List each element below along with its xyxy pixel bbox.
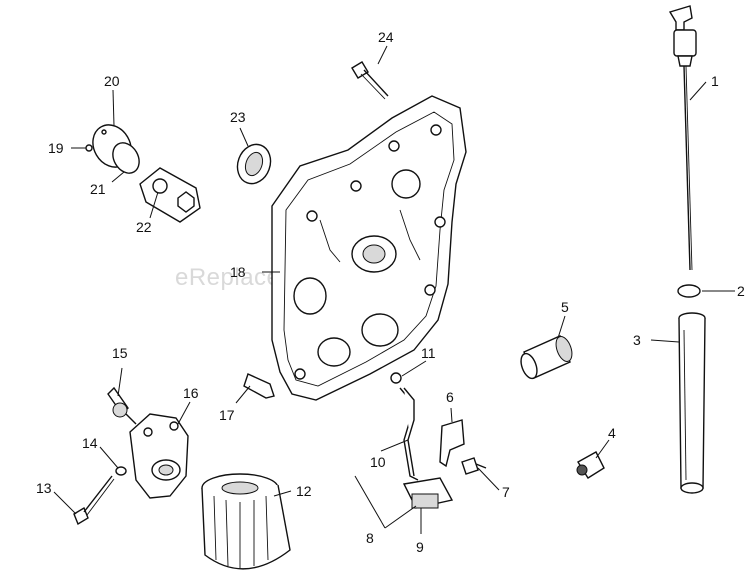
callout-5: 5 bbox=[561, 299, 569, 315]
washer bbox=[115, 466, 127, 476]
callout-3: 3 bbox=[633, 332, 641, 348]
callout-6: 6 bbox=[446, 389, 454, 405]
oil-filter bbox=[201, 473, 291, 570]
gasket bbox=[243, 373, 275, 399]
callout-10: 10 bbox=[370, 454, 386, 470]
callout-17: 17 bbox=[219, 407, 235, 423]
small-screw bbox=[85, 144, 93, 152]
callout-15: 15 bbox=[112, 345, 128, 361]
callout-21: 21 bbox=[90, 181, 106, 197]
oil-sensor-assembly bbox=[390, 372, 454, 509]
bearing bbox=[520, 335, 573, 380]
leader-lines bbox=[53, 45, 735, 534]
callout-19: 19 bbox=[48, 140, 64, 156]
callout-7: 7 bbox=[502, 484, 510, 500]
bracket bbox=[439, 419, 465, 468]
bolt bbox=[73, 475, 115, 526]
callout-22: 22 bbox=[136, 219, 152, 235]
cover-bolt bbox=[351, 61, 389, 100]
screw bbox=[461, 457, 487, 475]
callout-20: 20 bbox=[104, 73, 120, 89]
dipstick bbox=[668, 5, 697, 271]
callout-24: 24 bbox=[378, 29, 394, 45]
valve-assembly bbox=[139, 167, 201, 223]
pressure-switch bbox=[107, 386, 137, 425]
callout-2: 2 bbox=[737, 283, 745, 299]
seal-ring bbox=[112, 142, 140, 174]
gear-cover bbox=[271, 95, 467, 401]
callout-labels: 1 2 3 4 5 6 7 8 9 10 11 12 13 14 15 16 1… bbox=[36, 29, 745, 555]
callout-1: 1 bbox=[711, 73, 719, 89]
callout-18: 18 bbox=[230, 264, 246, 280]
callout-4: 4 bbox=[608, 425, 616, 441]
callout-14: 14 bbox=[82, 435, 98, 451]
dipstick-tube bbox=[678, 312, 706, 494]
callout-12: 12 bbox=[296, 483, 312, 499]
callout-8: 8 bbox=[366, 530, 374, 546]
filter-adapter bbox=[129, 413, 189, 499]
callout-23: 23 bbox=[230, 109, 246, 125]
plug bbox=[576, 451, 605, 479]
callout-9: 9 bbox=[416, 539, 424, 555]
callout-11: 11 bbox=[421, 345, 436, 361]
o-ring bbox=[677, 284, 701, 298]
oil-seal bbox=[236, 143, 272, 185]
callout-16: 16 bbox=[183, 385, 199, 401]
callout-13: 13 bbox=[36, 480, 52, 496]
